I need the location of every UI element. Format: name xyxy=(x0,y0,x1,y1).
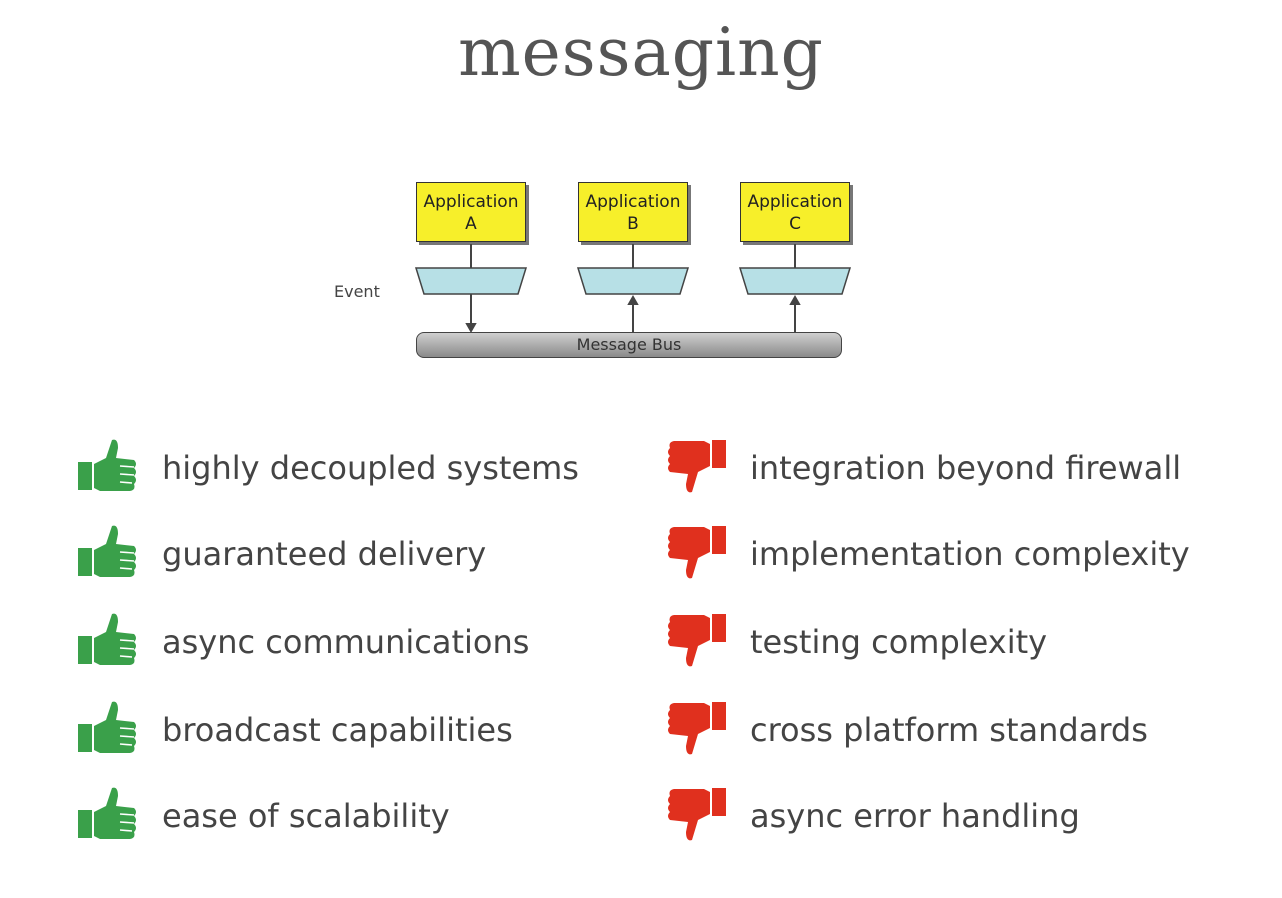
item-text: ease of scalability xyxy=(162,797,450,835)
item-text: broadcast capabilities xyxy=(162,711,513,749)
item-text: highly decoupled systems xyxy=(162,449,579,487)
pro-item: guaranteed delivery xyxy=(76,524,486,584)
application-b-box: Application B xyxy=(578,182,688,242)
app-id: B xyxy=(627,214,639,234)
con-item: cross platform standards xyxy=(664,700,1148,760)
con-item: implementation complexity xyxy=(664,524,1190,584)
thumbs-up-icon xyxy=(76,784,140,848)
page-title: messaging xyxy=(458,14,824,91)
item-text: async error handling xyxy=(750,797,1080,835)
thumbs-up-icon xyxy=(76,610,140,674)
event-channel-c xyxy=(738,267,852,295)
app-label: Application xyxy=(585,192,681,212)
app-label: Application xyxy=(747,192,843,212)
diagram-connectors xyxy=(414,244,852,334)
item-text: async communications xyxy=(162,623,530,661)
con-item: testing complexity xyxy=(664,612,1047,672)
pro-item: ease of scalability xyxy=(76,786,450,846)
item-text: testing complexity xyxy=(750,623,1048,661)
thumbs-up-icon xyxy=(76,436,140,500)
item-text: implementation complexity xyxy=(750,535,1190,573)
pro-item: broadcast capabilities xyxy=(76,700,513,760)
thumbs-down-icon xyxy=(664,522,728,586)
item-text: guaranteed delivery xyxy=(162,535,487,573)
message-bus: Message Bus xyxy=(416,332,842,358)
app-id: C xyxy=(789,214,801,234)
con-item: integration beyond firewall xyxy=(664,438,1181,498)
item-text: integration beyond firewall xyxy=(750,449,1182,487)
application-a-box: Application A xyxy=(416,182,526,242)
event-channel-b xyxy=(576,267,690,295)
thumbs-up-icon xyxy=(76,522,140,586)
con-item: async error handling xyxy=(664,786,1080,846)
thumbs-down-icon xyxy=(664,436,728,500)
thumbs-down-icon xyxy=(664,784,728,848)
application-c-box: Application C xyxy=(740,182,850,242)
pro-item: async communications xyxy=(76,612,529,672)
app-id: A xyxy=(465,214,477,234)
event-channel-a xyxy=(414,267,528,295)
pro-item: highly decoupled systems xyxy=(76,438,579,498)
message-bus-diagram: Application A Application B Application … xyxy=(330,170,870,370)
thumbs-down-icon xyxy=(664,610,728,674)
thumbs-down-icon xyxy=(664,698,728,762)
app-label: Application xyxy=(423,192,519,212)
thumbs-up-icon xyxy=(76,698,140,762)
event-label: Event xyxy=(334,282,380,301)
item-text: cross platform standards xyxy=(750,711,1148,749)
